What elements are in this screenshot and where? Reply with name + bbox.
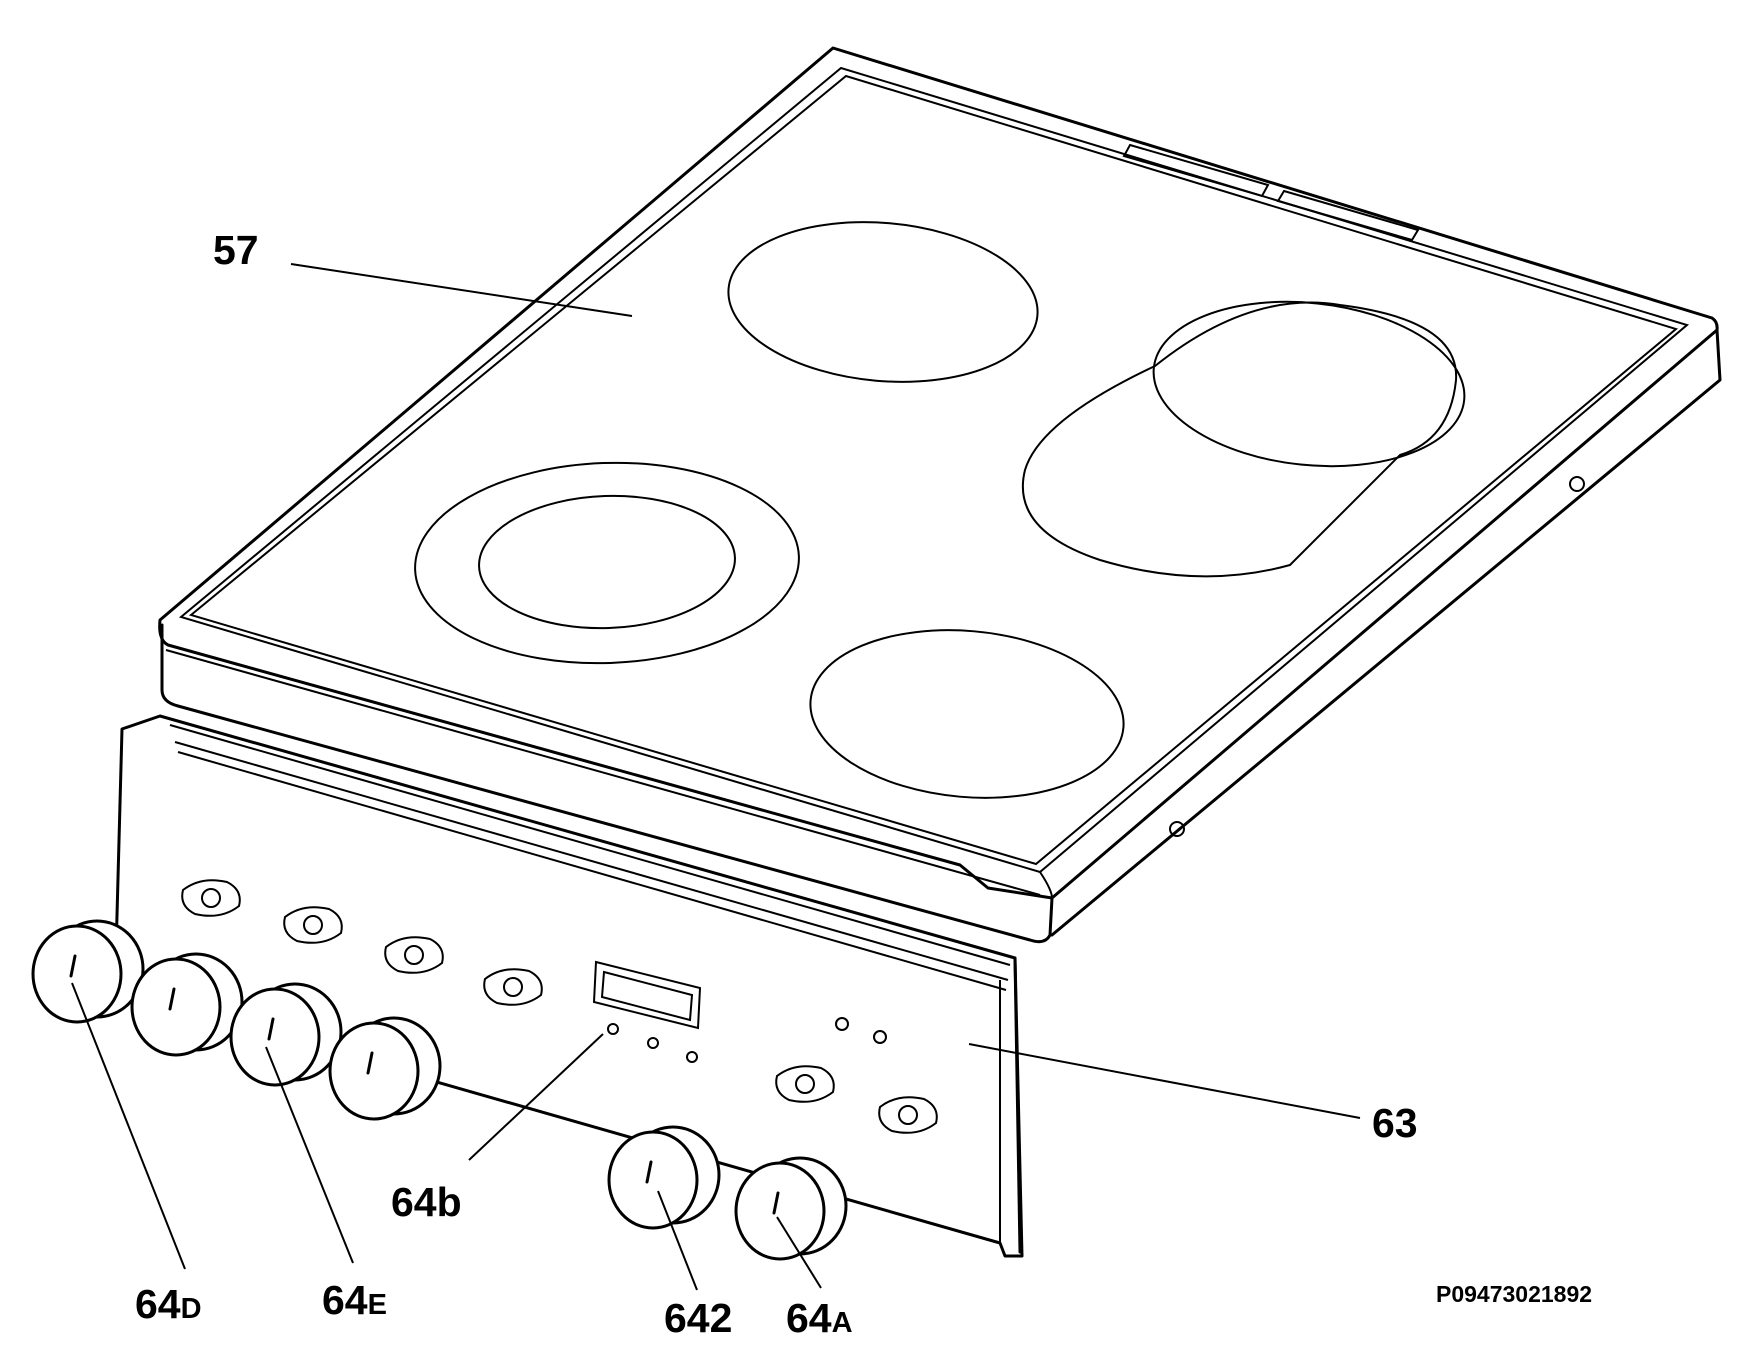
- control-panel-63: [113, 714, 1024, 1258]
- label-64b: 64b: [391, 1179, 462, 1225]
- label-64a: 64A: [786, 1298, 853, 1339]
- label-64d: 64D: [135, 1284, 202, 1325]
- label-57: 57: [213, 227, 259, 273]
- label-64e: 64E: [322, 1280, 387, 1321]
- control-knobs: [31, 919, 848, 1261]
- hob-top-57: [158, 46, 1722, 944]
- label-64e-sub: E: [367, 1289, 387, 1321]
- label-64d-main: 64: [135, 1281, 181, 1327]
- label-64e-main: 64: [322, 1277, 368, 1323]
- label-64d-sub: D: [180, 1293, 202, 1325]
- leader-lines: [71, 263, 1361, 1291]
- label-64a-sub: A: [831, 1307, 853, 1339]
- label-642: 642: [664, 1295, 733, 1341]
- label-63: 63: [1372, 1100, 1418, 1146]
- label-64a-main: 64: [786, 1295, 832, 1341]
- drawing-code: P09473021892: [1436, 1281, 1593, 1307]
